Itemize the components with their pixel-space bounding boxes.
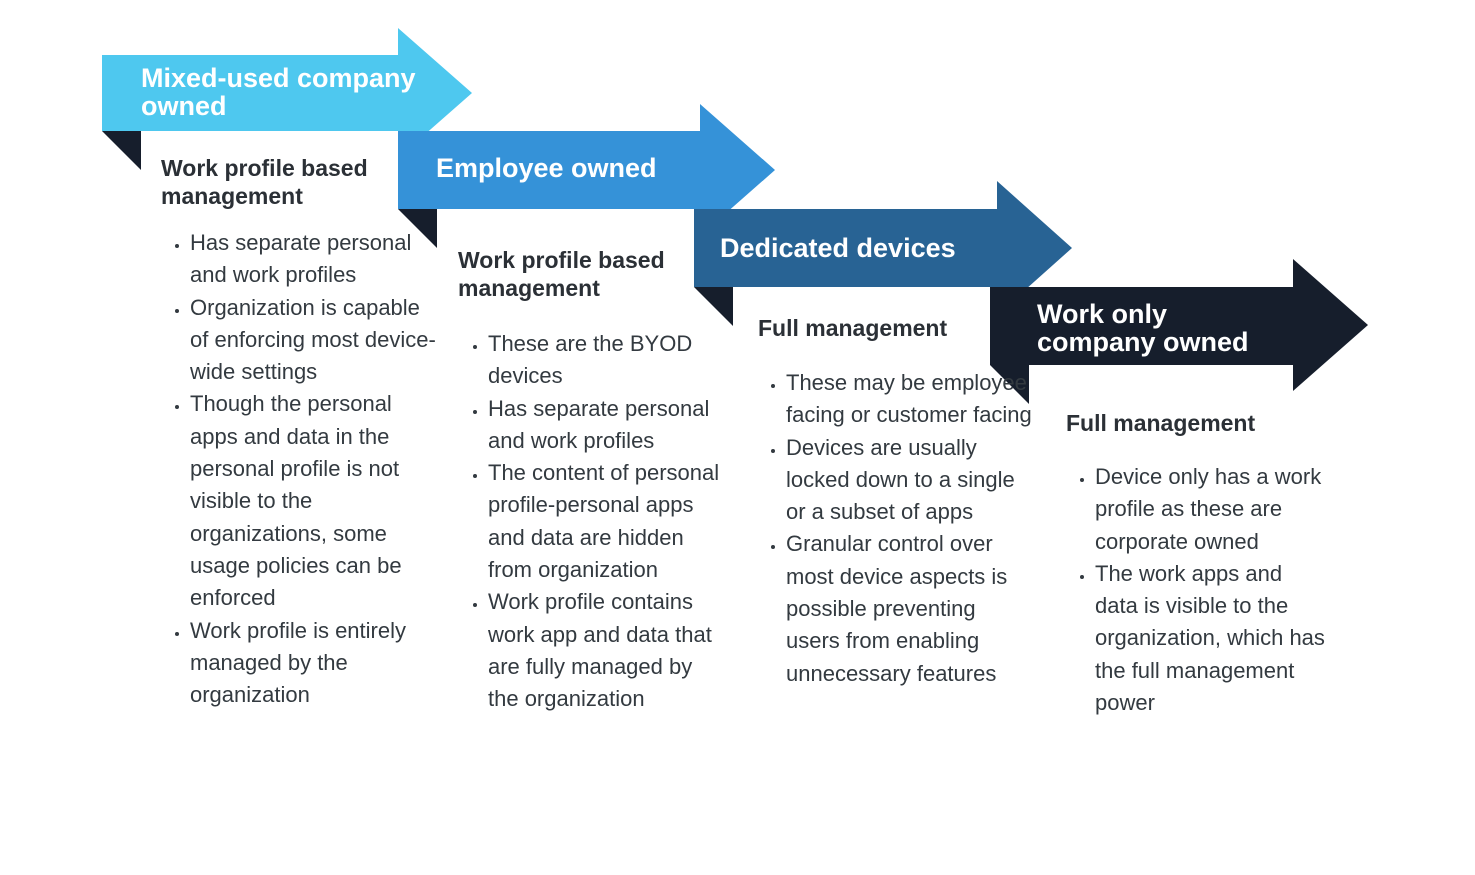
list-item: The content of personal profile-personal…	[488, 457, 728, 586]
stage-2-heading: Work profile based management	[458, 247, 665, 301]
list-item: Has separate personal and work profiles	[190, 227, 438, 292]
list-item: Has separate personal and work profiles	[488, 393, 728, 458]
list-item: These are the BYOD devices	[488, 328, 728, 393]
arrow-1-fold	[102, 131, 141, 170]
list-item: These may be employee facing or customer…	[786, 367, 1034, 432]
stage-3-bullet-list: These may be employee facing or customer…	[757, 367, 1034, 690]
list-item: Though the personal apps and data in the…	[190, 388, 438, 614]
arrow-1	[102, 28, 472, 158]
stage-1-heading: Work profile based management	[161, 155, 368, 209]
list-item: Work profile contains work app and data …	[488, 586, 728, 715]
list-item: Device only has a work profile as these …	[1095, 461, 1331, 558]
list-item: Devices are usually locked down to a sin…	[786, 432, 1034, 529]
arrow-2-fold	[398, 209, 437, 248]
list-item: Granular control over most device aspect…	[786, 528, 1034, 689]
arrow-4	[990, 259, 1368, 391]
arrow-3	[694, 181, 1072, 315]
stage-3-heading: Full management	[758, 315, 948, 341]
list-item: Work profile is entirely managed by the …	[190, 615, 438, 712]
list-item: The work apps and data is visible to the…	[1095, 558, 1331, 719]
stage-4-title: Work only company owned	[1037, 299, 1249, 357]
arrow-2	[398, 104, 775, 236]
stage-4-bullet-list: Device only has a work profile as these …	[1066, 461, 1331, 719]
arrow-3-fold	[694, 287, 733, 326]
list-item: Organization is capable of enforcing mos…	[190, 292, 438, 389]
arrow-4-fold	[990, 365, 1029, 404]
stage-4-heading: Full management	[1066, 410, 1256, 436]
stage-2-bullet-list: These are the BYOD devices Has separate …	[459, 328, 728, 716]
stage-3-title: Dedicated devices	[720, 233, 956, 263]
stage-1-bullet-list: Has separate personal and work profiles …	[161, 227, 438, 711]
stage-1-title: Mixed-used company owned	[141, 63, 416, 121]
stage-2-title: Employee owned	[436, 153, 657, 183]
